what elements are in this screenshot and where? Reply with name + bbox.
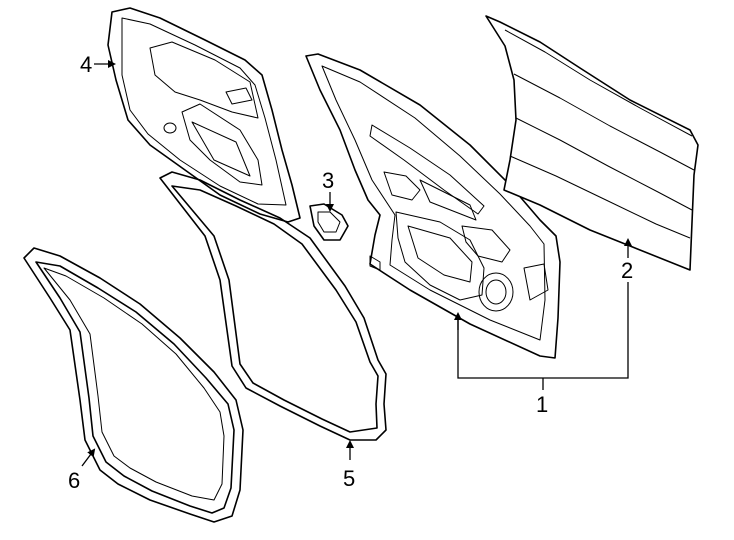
callout-4: 4 — [80, 52, 92, 77]
door-inner-frame — [305, 53, 561, 359]
leader-lines — [81, 60, 632, 467]
callout-5: 5 — [343, 466, 355, 491]
callout-labels: 4 3 2 1 5 6 — [68, 52, 633, 493]
callout-1: 1 — [536, 392, 548, 417]
outer-door-seal — [23, 247, 244, 523]
handle-bracket — [309, 203, 349, 241]
inner-door-seal — [159, 171, 387, 441]
callout-3: 3 — [322, 168, 334, 193]
callout-6: 6 — [68, 468, 80, 493]
door-outer-panel — [485, 15, 699, 271]
callout-2: 2 — [621, 258, 633, 283]
leader-6 — [81, 448, 96, 467]
door-trim-panel — [107, 7, 301, 223]
